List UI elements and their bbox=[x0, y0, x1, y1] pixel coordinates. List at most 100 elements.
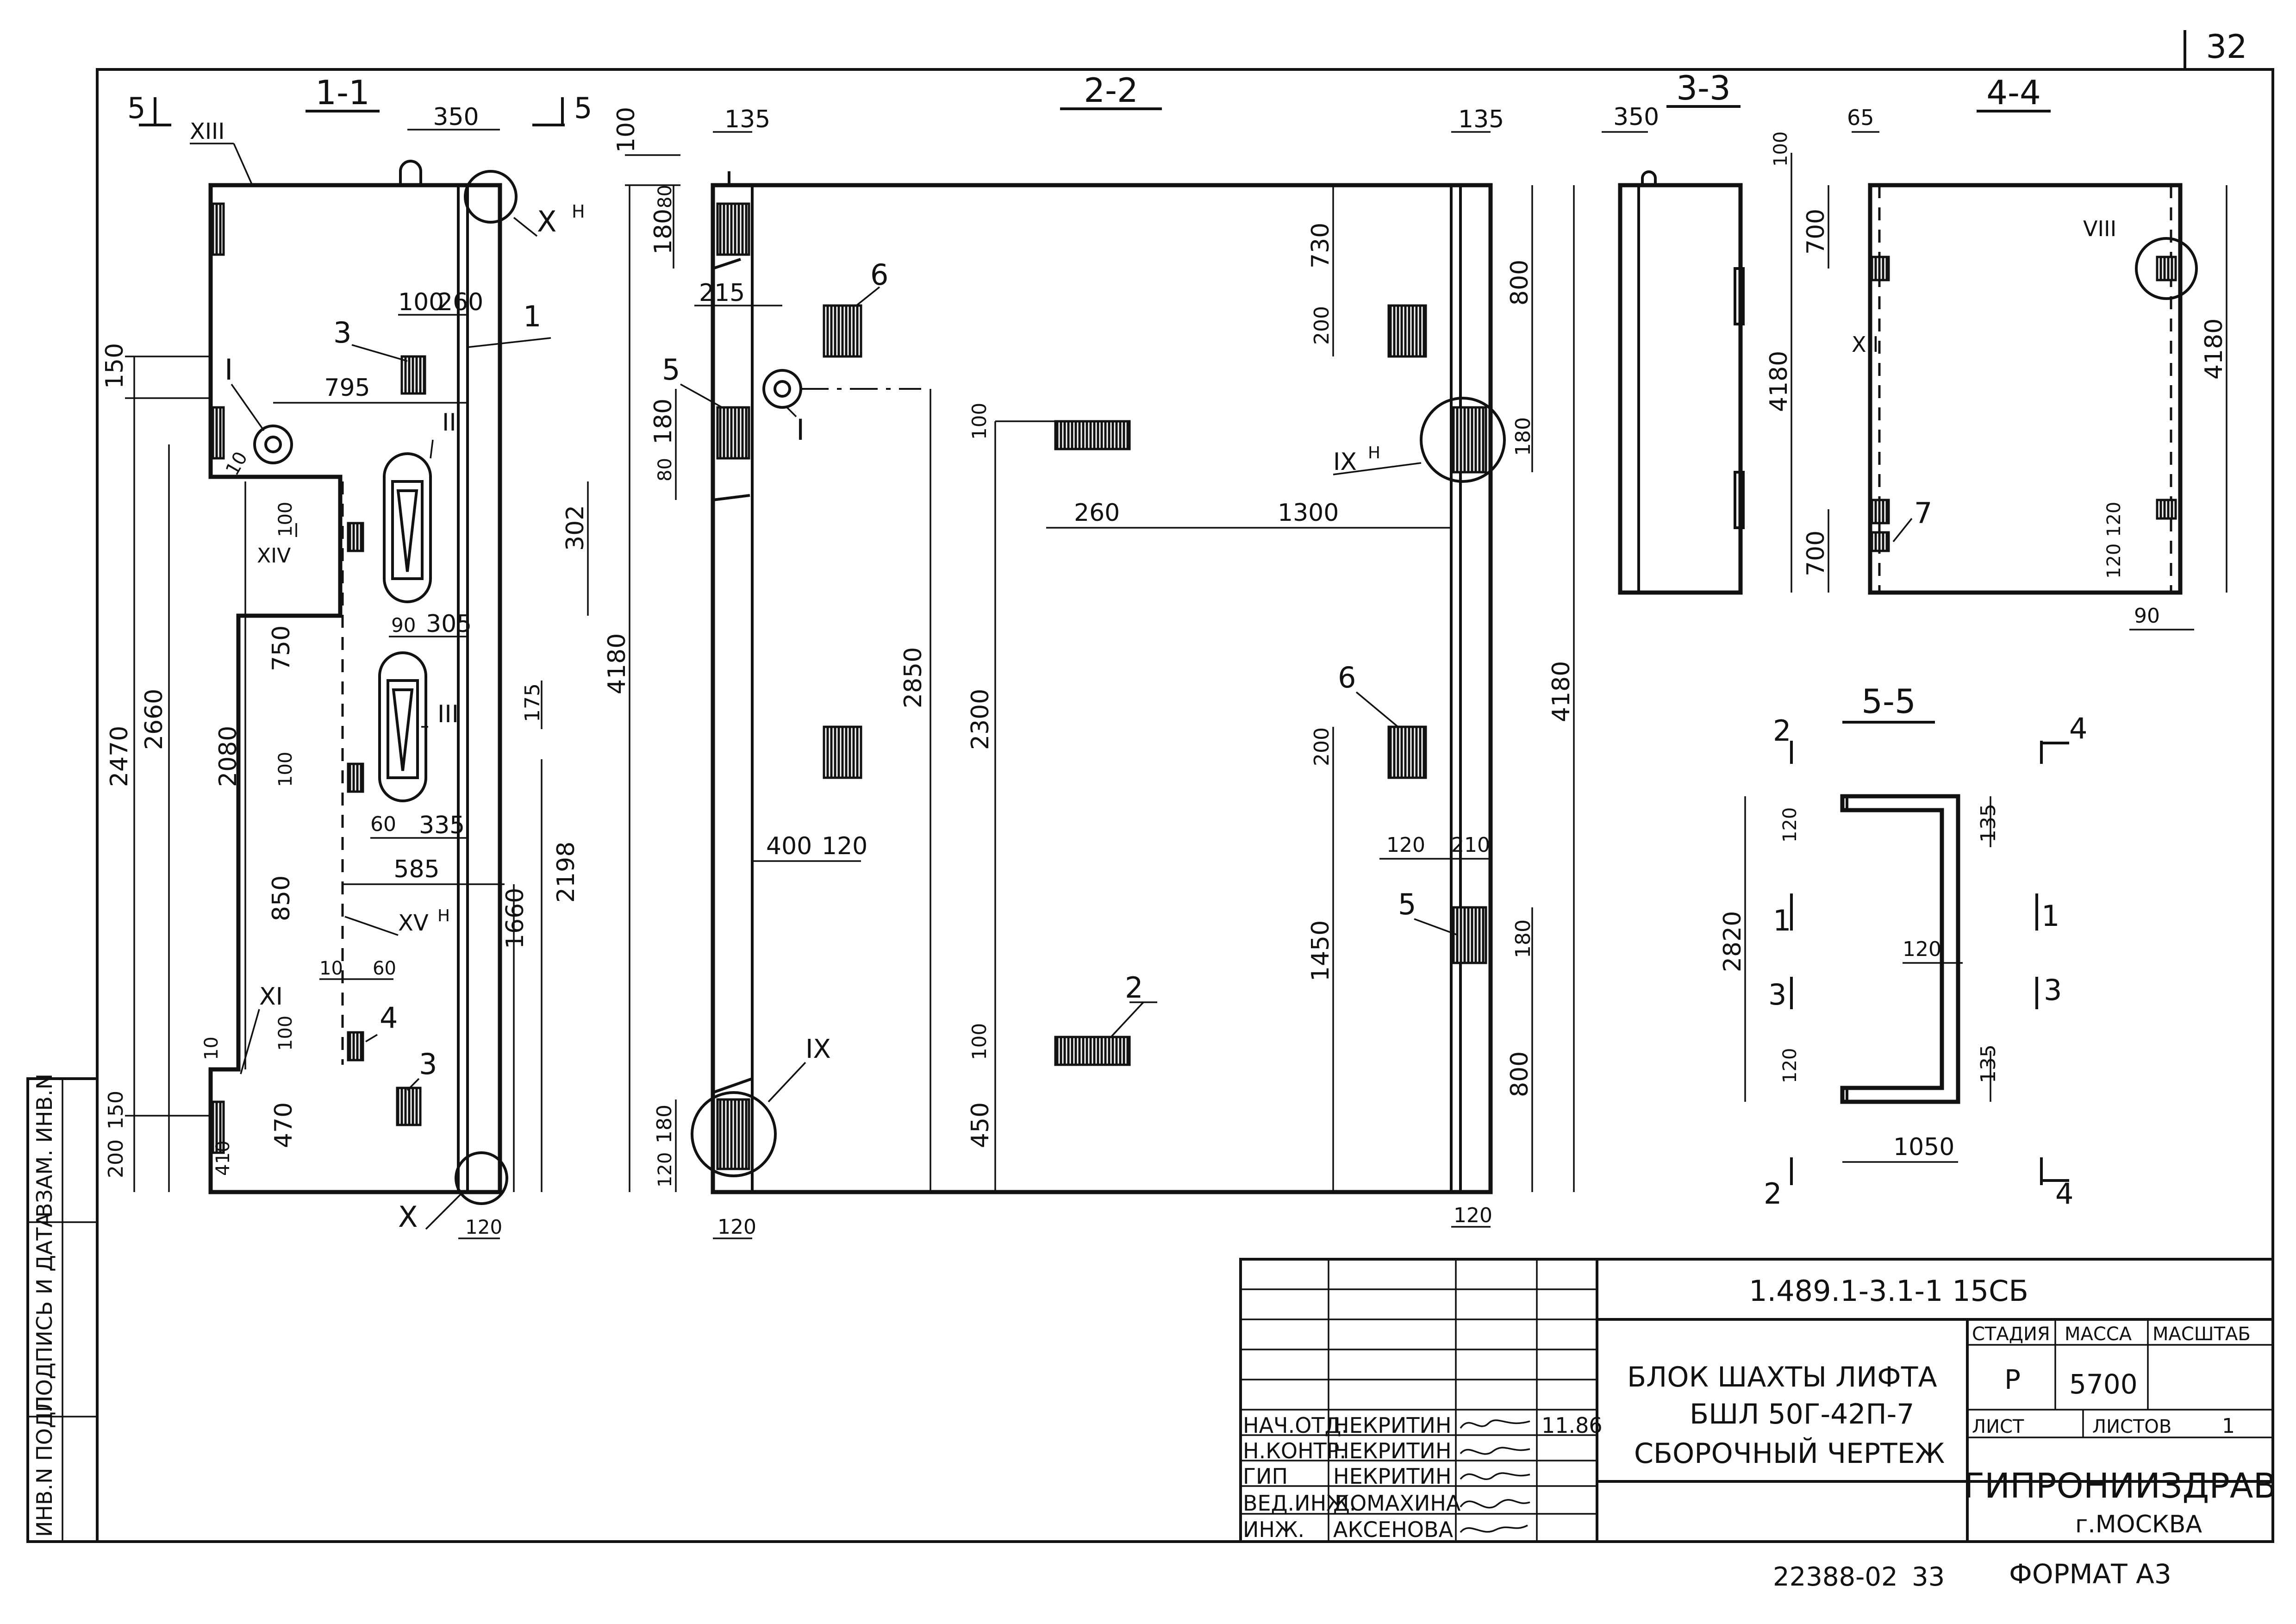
node-X-bottom: X bbox=[398, 1200, 418, 1234]
footer-format: ФОРМАТ А3 bbox=[2009, 1558, 2171, 1590]
cut-3-left: 3 bbox=[1768, 978, 1786, 1012]
dim-80-a: 80 bbox=[655, 185, 676, 208]
dim-80-b: 80 bbox=[655, 458, 676, 481]
dim-120-c: 120 bbox=[1386, 833, 1425, 857]
section-label-2-2: 2-2 bbox=[1084, 71, 1138, 110]
item-2: 2 bbox=[1125, 971, 1143, 1005]
dim-120-j: 120 bbox=[1779, 1048, 1801, 1083]
dim-135-a: 135 bbox=[724, 106, 770, 133]
dim-120-d: 120 bbox=[655, 1152, 676, 1187]
dim-200-a: 200 bbox=[104, 1139, 128, 1178]
dim-100-c: 100 bbox=[275, 752, 296, 787]
item-6-a: 6 bbox=[870, 258, 888, 292]
node-XH-top-h: Н bbox=[572, 201, 585, 222]
dim-180-c: 180 bbox=[1511, 417, 1535, 456]
dim-10-b: 10 bbox=[319, 958, 343, 979]
dim-4180-c: 4180 bbox=[1765, 351, 1793, 412]
node-XIII: XIII bbox=[190, 119, 225, 144]
dim-260-b: 260 bbox=[1074, 499, 1120, 527]
node-XI: XI bbox=[259, 983, 283, 1011]
tb-header-sheet: ЛИСТ bbox=[1972, 1416, 2024, 1437]
dim-302: 302 bbox=[562, 505, 589, 551]
tb-name-0: НЕКРИТИН bbox=[1333, 1413, 1452, 1438]
cut-4-bottom: 4 bbox=[2055, 1177, 2073, 1211]
section-label-1-1: 1-1 bbox=[315, 73, 370, 112]
dim-1450: 1450 bbox=[1307, 920, 1335, 981]
dim-120-a: 120 bbox=[465, 1216, 502, 1238]
dim-150-b: 150 bbox=[104, 1091, 128, 1130]
cut-5-right: 5 bbox=[574, 91, 592, 125]
tb-value-sheets: 1 bbox=[2222, 1414, 2235, 1438]
dim-2820: 2820 bbox=[1719, 911, 1747, 972]
item-1: 1 bbox=[523, 300, 541, 333]
cut-1-left: 1 bbox=[1773, 904, 1791, 937]
dim-305: 305 bbox=[426, 610, 472, 638]
dim-150-a: 150 bbox=[101, 343, 129, 389]
dim-135-b: 135 bbox=[1458, 106, 1504, 133]
dim-585: 585 bbox=[393, 856, 439, 883]
section-label-5-5: 5-5 bbox=[1861, 682, 1916, 721]
sheet-footer: 22388-02 33 ФОРМАТ А3 bbox=[1773, 1558, 2171, 1592]
dim-120-b: 120 bbox=[822, 832, 867, 860]
tb-role-4: ИНЖ. bbox=[1243, 1517, 1304, 1542]
dim-350-1: 350 bbox=[433, 103, 479, 131]
tb-role-3: ВЕД.ИНЖ. bbox=[1243, 1491, 1356, 1516]
dim-175: 175 bbox=[521, 683, 544, 722]
node-II: II bbox=[442, 409, 456, 437]
footer-code: 22388-02 bbox=[1773, 1562, 1898, 1592]
side-stamp: ИНВ.N ПОДЛ ПОДПИСЬ И ДАТА ВЗАМ. ИНВ.N bbox=[26, 1074, 99, 1543]
dim-120-e: 120 bbox=[718, 1215, 756, 1239]
item-3-a: 3 bbox=[333, 316, 351, 350]
node-IX: IX bbox=[805, 1034, 831, 1064]
tb-header-scale: МАСШТАБ bbox=[2152, 1324, 2251, 1345]
dim-800-b: 800 bbox=[1506, 1051, 1534, 1097]
dim-700-b: 700 bbox=[1802, 531, 1830, 576]
tb-doc-code: 1.489.1-3.1-1 15СБ bbox=[1749, 1274, 2028, 1308]
signatures bbox=[1460, 1419, 1530, 1533]
dim-2660: 2660 bbox=[140, 689, 168, 750]
dim-350-b: 350 bbox=[1613, 103, 1659, 131]
dim-90-b: 90 bbox=[2134, 604, 2160, 628]
node-XVH-h: Н bbox=[437, 906, 450, 925]
tb-value-mass: 5700 bbox=[2069, 1368, 2138, 1400]
cut-5-left: 5 bbox=[127, 91, 145, 125]
dim-215: 215 bbox=[699, 279, 745, 307]
tb-header-sheets: ЛИСТОВ bbox=[2092, 1416, 2171, 1437]
dim-120-h: 120 bbox=[2103, 543, 2125, 579]
dim-90-a: 90 bbox=[391, 614, 416, 637]
section-4-4: 4-4 65 700 700 4180 120 120 90 7 XII VII… bbox=[1802, 73, 2228, 631]
tb-role-1: Н.КОНТР. bbox=[1243, 1438, 1346, 1463]
section-2-2: 2-2 135 135 80 180 bbox=[649, 71, 1575, 1239]
dim-200-b: 200 bbox=[1310, 306, 1334, 345]
dim-200-c: 200 bbox=[1310, 727, 1334, 766]
dim-1050: 1050 bbox=[1893, 1133, 1954, 1161]
item-6-b: 6 bbox=[1338, 661, 1356, 694]
dim-135-d: 135 bbox=[1977, 1044, 2000, 1083]
tb-header-stage: СТАДИЯ bbox=[1972, 1324, 2050, 1345]
dim-850: 850 bbox=[268, 875, 295, 921]
dim-60-a: 60 bbox=[370, 812, 396, 836]
cut-4-top: 4 bbox=[2069, 712, 2087, 745]
dim-65: 65 bbox=[1847, 105, 1874, 130]
dim-335: 335 bbox=[419, 812, 465, 839]
node-I-b: I bbox=[796, 413, 805, 447]
node-XII: XII bbox=[1852, 332, 1879, 357]
item-4: 4 bbox=[380, 1001, 398, 1035]
tb-name-1: НЕКРИТИН bbox=[1333, 1438, 1452, 1463]
dim-100-a: 100 bbox=[398, 288, 444, 316]
dim-2300: 2300 bbox=[967, 689, 994, 750]
page-number: 32 bbox=[2206, 28, 2247, 66]
tb-header-mass: МАССА bbox=[2065, 1324, 2132, 1345]
dim-1300: 1300 bbox=[1278, 499, 1339, 527]
section-5-5: 5-5 2 4 1 1 3 3 2 4 2820 120 120 135 135… bbox=[1719, 682, 2087, 1211]
dim-120-g: 120 bbox=[2103, 502, 2125, 537]
dim-1660: 1660 bbox=[501, 888, 529, 949]
dim-730: 730 bbox=[1307, 223, 1335, 269]
dim-400: 400 bbox=[766, 832, 812, 860]
dim-180-d: 180 bbox=[1511, 919, 1535, 958]
dim-10-a: 10 bbox=[222, 448, 252, 479]
tb-title-line-3: СБОРОЧНЫЙ ЧЕРТЕЖ bbox=[1634, 1437, 1945, 1470]
dim-2080: 2080 bbox=[214, 726, 242, 787]
dim-10-c: 10 bbox=[201, 1037, 222, 1060]
